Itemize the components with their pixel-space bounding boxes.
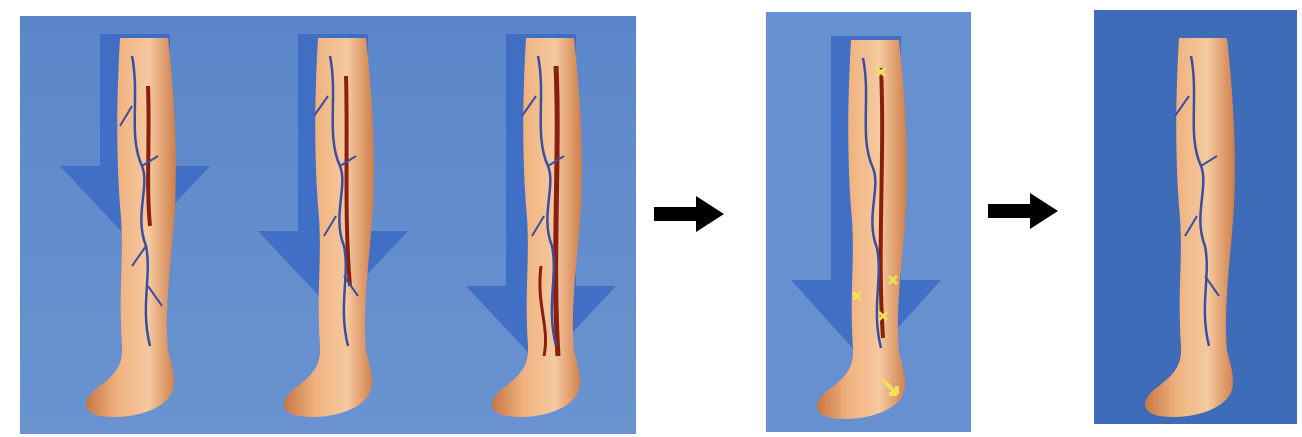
vein-red	[881, 68, 883, 338]
progression-illustration	[20, 16, 636, 434]
vein-red	[556, 66, 558, 356]
vein-red	[148, 86, 150, 226]
result-illustration	[1094, 10, 1297, 424]
progression-panel	[20, 16, 636, 434]
treatment-illustration	[766, 12, 971, 432]
treatment-panel	[766, 12, 971, 432]
right-arrow-icon	[988, 193, 1058, 229]
right-arrow-icon	[654, 196, 724, 232]
result-panel	[1094, 10, 1297, 424]
